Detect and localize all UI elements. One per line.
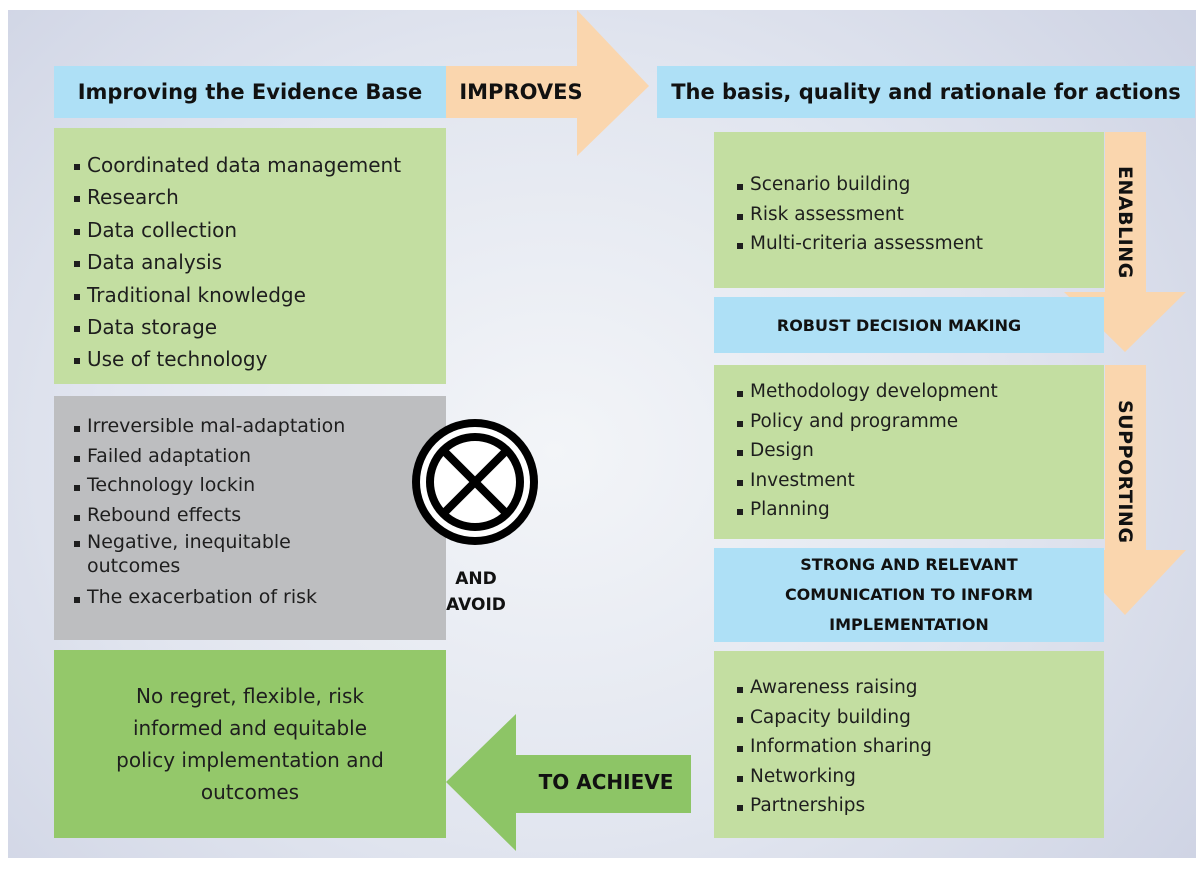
list-item: Data analysis <box>74 246 446 278</box>
outreach-box: Awareness raising Capacity building Info… <box>714 651 1104 838</box>
list-item: Failed adaptation <box>74 442 386 472</box>
outcome-box: No regret, flexible, risk informed and e… <box>54 650 446 838</box>
robust-decision-box: ROBUST DECISION MAKING <box>714 297 1104 353</box>
avoid-text: AVOID <box>446 595 506 615</box>
list-item: Irreversible mal-adaptation <box>74 412 386 442</box>
list-item: Coordinated data management <box>74 149 446 181</box>
list-item: Traditional knowledge <box>74 279 446 311</box>
list-item: The exacerbation of risk <box>74 583 386 613</box>
list-item: Awareness raising <box>737 673 1104 703</box>
and-avoid-label: AND AVOID <box>428 566 524 618</box>
list-item: Risk assessment <box>737 200 1104 230</box>
improves-text: IMPROVES <box>459 80 583 104</box>
evidence-base-title: Improving the Evidence Base <box>77 80 423 104</box>
list-item: Use of technology <box>74 343 446 375</box>
list-item: Design <box>737 436 1104 466</box>
list-item: Multi-criteria assessment <box>737 229 1104 259</box>
actions-title: The basis, quality and rationale for act… <box>671 80 1181 104</box>
avoid-list: Irreversible mal-adaptation Failed adapt… <box>74 412 386 613</box>
diagram-canvas: Improving the Evidence Base IMPROVES The… <box>8 10 1196 858</box>
cross-circle-icon <box>412 419 538 545</box>
list-item: Research <box>74 181 446 213</box>
enabling-label: ENABLING <box>1114 166 1136 279</box>
actions-header: The basis, quality and rationale for act… <box>657 66 1195 118</box>
communication-box: STRONG AND RELEVANT COMUNICATION TO INFO… <box>714 548 1104 642</box>
list-item: Capacity building <box>737 703 1104 733</box>
achieve-arrow <box>446 714 691 851</box>
list-item: Investment <box>737 466 1104 496</box>
list-item: Planning <box>737 495 1104 525</box>
assessment-box: Scenario building Risk assessment Multi-… <box>714 132 1104 288</box>
list-item: Networking <box>737 762 1104 792</box>
development-box: Methodology development Policy and progr… <box>714 365 1104 539</box>
list-item: Policy and programme <box>737 407 1104 437</box>
list-item: Data collection <box>74 214 446 246</box>
evidence-list: Coordinated data management Research Dat… <box>74 149 446 376</box>
development-list: Methodology development Policy and progr… <box>737 377 1104 525</box>
assessment-list: Scenario building Risk assessment Multi-… <box>737 170 1104 259</box>
achieve-label: TO ACHIEVE <box>538 770 674 794</box>
list-item: Methodology development <box>737 377 1104 407</box>
list-item: Data storage <box>74 311 446 343</box>
improves-arrow <box>446 10 649 156</box>
list-item: Information sharing <box>737 732 1104 762</box>
communication-label: STRONG AND RELEVANT COMUNICATION TO INFO… <box>784 555 1034 634</box>
outcome-text: No regret, flexible, risk informed and e… <box>116 684 384 804</box>
list-item: Partnerships <box>737 791 1104 821</box>
avoid-box: Irreversible mal-adaptation Failed adapt… <box>54 396 446 640</box>
improves-label: IMPROVES <box>446 66 596 118</box>
supporting-label: SUPPORTING <box>1114 400 1136 544</box>
list-item: Negative, inequitable outcomes <box>74 530 327 583</box>
list-item: Scenario building <box>737 170 1104 200</box>
evidence-box: Coordinated data management Research Dat… <box>54 128 446 384</box>
outreach-list: Awareness raising Capacity building Info… <box>737 673 1104 821</box>
robust-decision-label: ROBUST DECISION MAKING <box>776 315 1022 335</box>
evidence-base-header: Improving the Evidence Base <box>54 66 446 118</box>
list-item: Technology lockin <box>74 471 386 501</box>
list-item: Rebound effects <box>74 501 386 531</box>
and-text: AND <box>455 569 497 589</box>
